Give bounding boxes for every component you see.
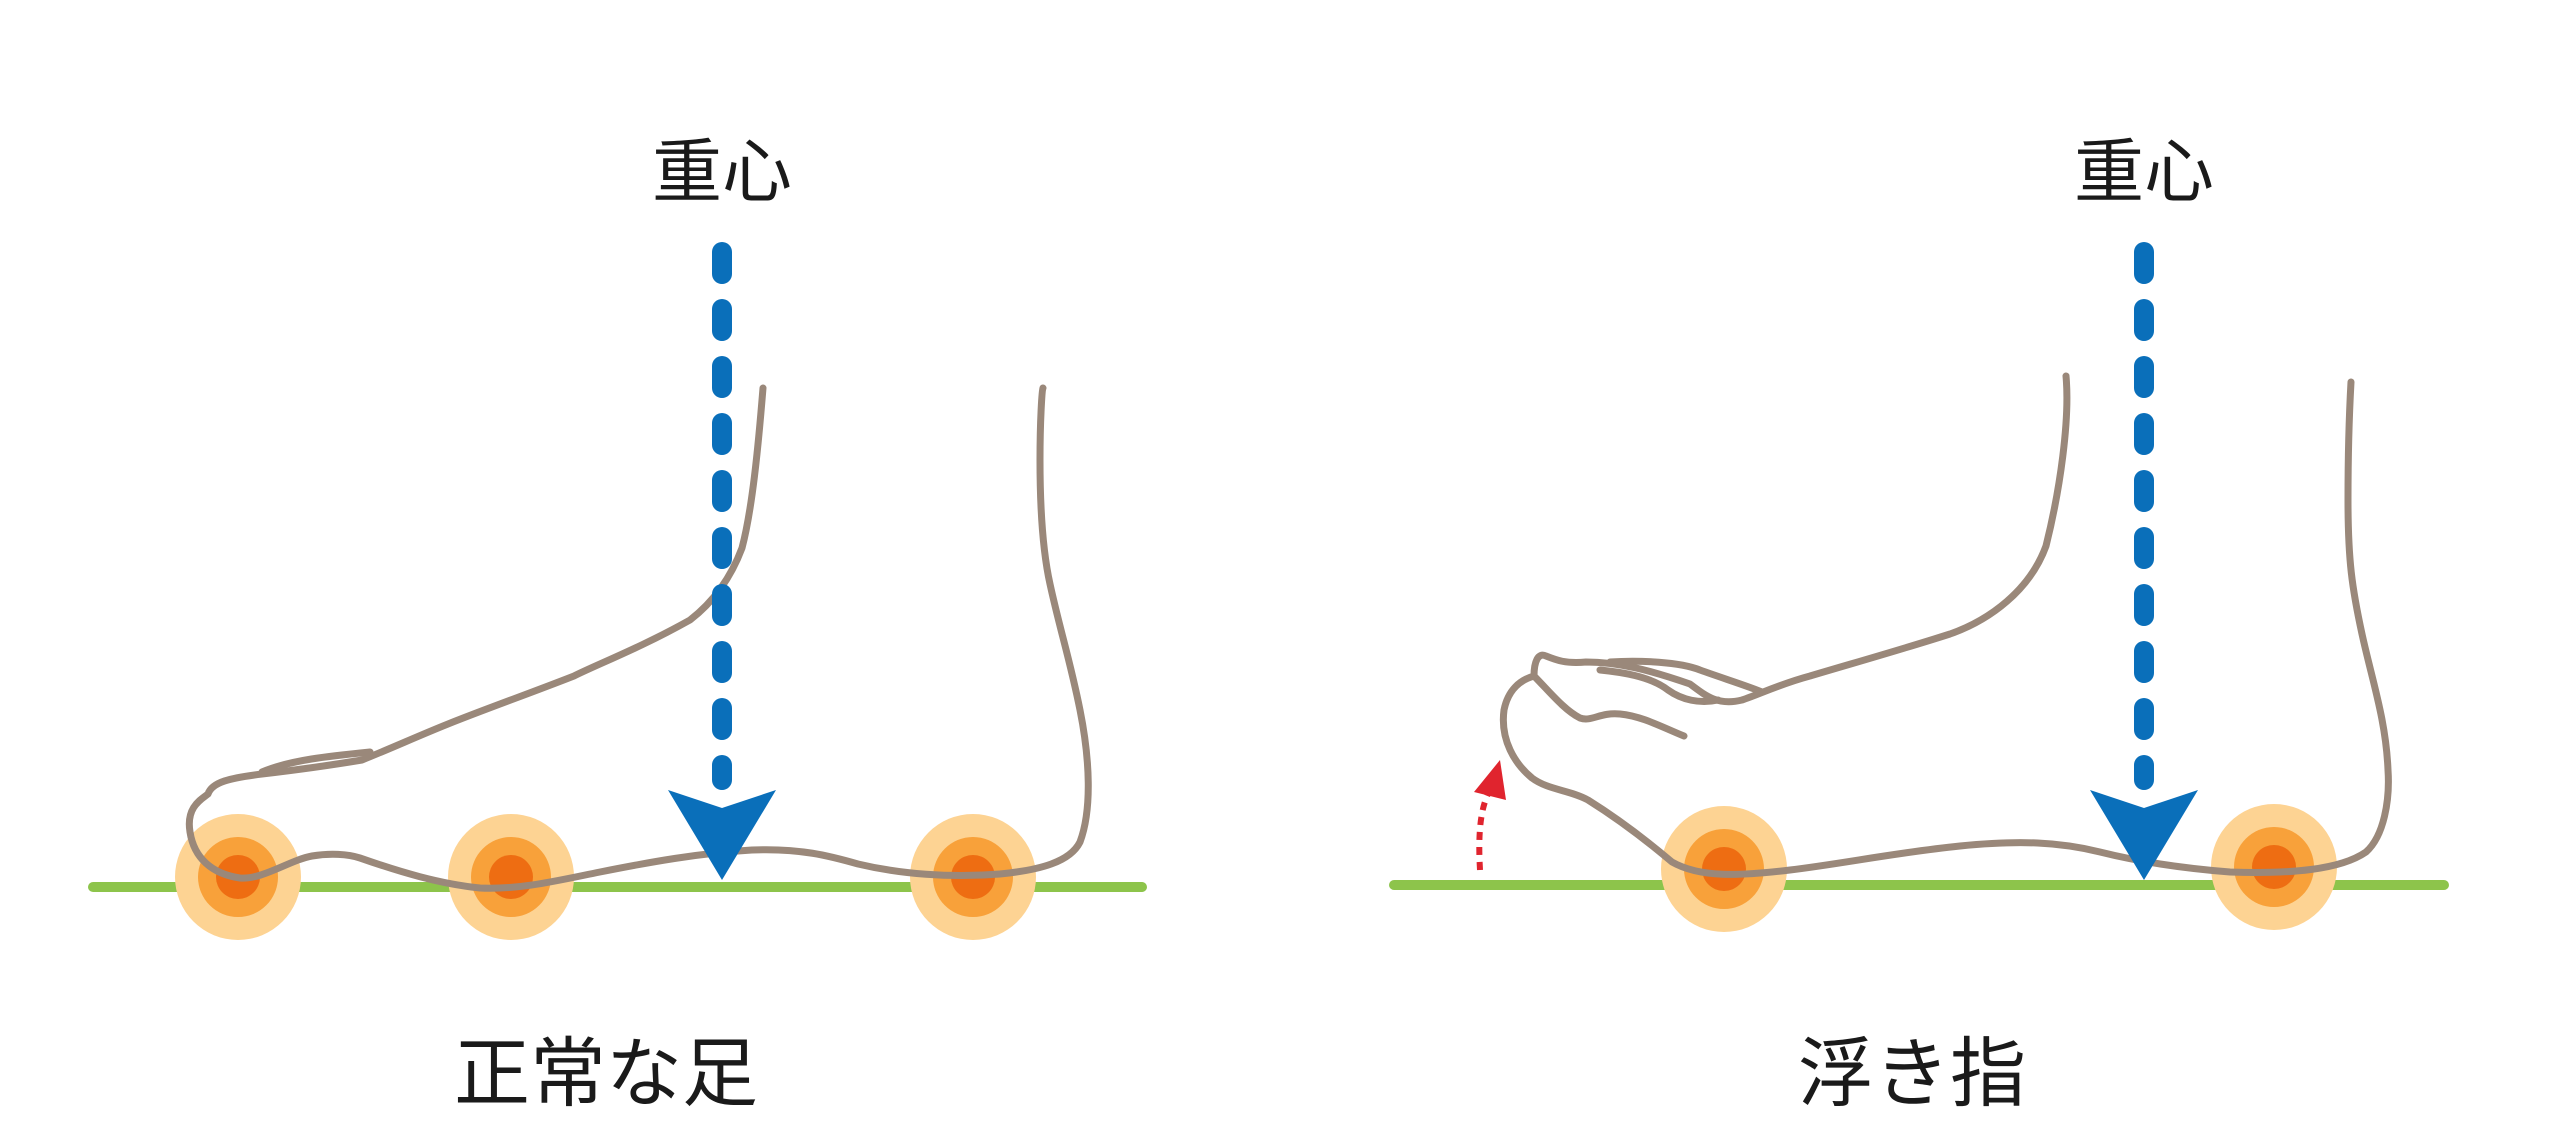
lift-arrow-line: [1476, 788, 1493, 871]
pressure-point-ball-floating: [1661, 806, 1787, 932]
lift-arrow-head: [1474, 760, 1506, 800]
gravity-arrow-head-floating: [2090, 790, 2198, 880]
pressure-point-ball: [448, 814, 574, 940]
normal-foot-outline: [185, 384, 1092, 892]
normal-toe-line: [258, 748, 374, 776]
gravity-label-normal: 重心: [652, 131, 792, 213]
pressure-point-heel-floating: [2211, 804, 2337, 930]
caption-floating-toes: 浮き指: [1798, 1029, 2026, 1118]
panel-floating-toes: 重心 浮き指: [1389, 131, 2449, 1118]
panel-normal-foot: 重心 正常な足: [88, 131, 1147, 1118]
floating-toe-detail-3: [1606, 657, 1766, 696]
gravity-label-floating: 重心: [2074, 131, 2214, 213]
floating-foot-outline: [1499, 372, 2392, 878]
floating-toe-detail-2: [1596, 666, 1722, 706]
caption-normal-foot: 正常な足: [454, 1029, 758, 1118]
floating-toe-detail: [1530, 672, 1688, 740]
gravity-arrow-head-normal: [668, 790, 776, 880]
